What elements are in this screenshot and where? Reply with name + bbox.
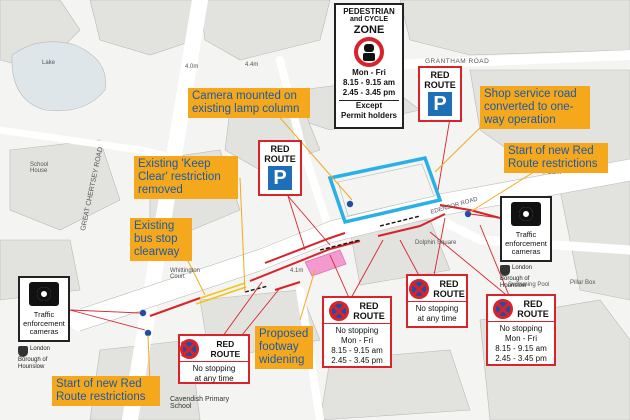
no-stopping-mid-line1: No stopping	[335, 326, 379, 335]
dolphin-square-label: Dolphin Square	[415, 240, 457, 246]
no-stopping-right-time1: 8.15 - 9.15 am	[495, 344, 547, 353]
red-route-parking-sign-mid: RED ROUTE P	[258, 140, 302, 196]
whittington-court-label: Whittington Court	[170, 268, 201, 280]
no-stopping-sign-left: RED ROUTE No stopping at any time	[178, 334, 250, 384]
camera-icon	[29, 282, 59, 306]
no-stopping-left-line2: at any time	[194, 374, 234, 383]
hounslow-logo-left-text: London Borough of Hounslow	[18, 346, 51, 370]
red-route-parking-mid-line2: ROUTE	[264, 154, 296, 164]
no-stopping-icon	[180, 339, 199, 359]
no-stopping-mid-rr2: ROUTE	[353, 311, 385, 321]
no-stopping-center-line2: at any time	[417, 314, 457, 323]
no-stopping-center-line1: No stopping	[415, 304, 459, 313]
no-stopping-center-rr2: ROUTE	[433, 289, 465, 299]
red-route-parking-top-line2: ROUTE	[424, 80, 456, 90]
camera-sign-right-line1: Traffic	[515, 230, 537, 239]
lake-label: Lake	[42, 60, 56, 66]
no-stopping-right-rr1: RED	[523, 299, 543, 309]
no-stopping-right-line1: No stopping	[499, 324, 543, 333]
callout-bus-stop: Existing bus stop clearway	[130, 218, 192, 261]
hounslow-logo-left: London Borough of Hounslow	[18, 346, 74, 371]
height-label-d: 4.1m	[290, 268, 304, 274]
no-stopping-left-rr: RED ROUTE	[210, 339, 241, 359]
no-stopping-mid-days: Mon - Fri	[341, 336, 373, 345]
zone-sign-except2: Permit holders	[340, 111, 397, 120]
camera-sign-right-line2: enforcement	[505, 238, 547, 248]
school-house-label: School House	[30, 162, 49, 174]
callout-start-red-route-left: Start of new Red Route restrictions	[52, 376, 160, 406]
no-stopping-right-rr2: ROUTE	[517, 309, 549, 319]
zone-sign-time2: 2.45 - 3.45 pm	[342, 88, 396, 97]
callout-keep-clear: Existing 'Keep Clear' restriction remove…	[134, 156, 238, 199]
pillar-box-label: Pillar Box	[570, 280, 596, 286]
callout-footway-widening: Proposed footway widening	[255, 326, 313, 369]
no-stopping-icon	[493, 299, 514, 319]
camera-sign-left-line2: enforcement	[23, 318, 65, 328]
zone-sign-line1: PEDESTRIAN	[343, 7, 395, 16]
hounslow-logo-right-text: London Borough of Hounslow	[500, 265, 533, 289]
camera-sign-right: Traffic enforcement cameras	[500, 196, 552, 262]
callout-shop-service-road: Shop service road converted to one-way o…	[480, 86, 590, 129]
no-stopping-mid-rr1: RED	[359, 301, 379, 311]
no-stopping-icon	[329, 301, 350, 321]
cavendish-school-label: Cavendish Primary School	[170, 396, 230, 410]
zone-sign-line3: ZONE	[353, 24, 385, 36]
callout-start-red-route-right: Start of new Red Route restrictions	[504, 143, 608, 173]
red-route-parking-sign-top: RED ROUTE P	[418, 66, 462, 122]
no-stopping-center-rr1: RED	[439, 279, 459, 289]
camera-icon	[511, 202, 541, 226]
callout-camera-lamp: Camera mounted on existing lamp column	[188, 88, 310, 118]
camera-sign-left: Traffic enforcement cameras	[18, 276, 70, 342]
camera-sign-left-line3: cameras	[29, 327, 59, 336]
crest-icon	[500, 265, 510, 276]
zone-sign-except1: Except	[355, 101, 383, 110]
pedestrian-cycle-zone-sign: PEDESTRIAN and CYCLE ZONE Mon - Fri 8.15…	[334, 3, 404, 129]
no-stopping-icon	[409, 279, 430, 299]
grantham-road-label: GRANTHAM ROAD	[425, 58, 490, 65]
no-stopping-right-time2: 2.45 - 3.45 pm	[495, 354, 547, 363]
height-label-c: 5.3m	[548, 170, 562, 176]
no-stopping-right-days: Mon - Fri	[505, 334, 537, 343]
camera-sign-right-line3: cameras	[511, 247, 541, 256]
no-stopping-mid-time1: 8.15 - 9.15 am	[331, 346, 383, 355]
height-label-a: 4.0m	[185, 64, 199, 70]
no-stopping-mid-time2: 2.45 - 3.45 pm	[331, 356, 383, 365]
zone-sign-line2: and CYCLE	[349, 16, 389, 23]
no-stopping-left-line1: No stopping	[192, 364, 236, 373]
red-route-parking-top-line1: RED	[430, 70, 450, 80]
height-label-b: 4.4m	[245, 62, 259, 68]
parking-p-icon: P	[268, 166, 292, 190]
zone-sign-time1: 8.15 - 9.15 am	[342, 78, 396, 87]
zone-sign-days: Mon - Fri	[352, 68, 386, 77]
swimming-pool-label: Swimming Pool	[508, 282, 550, 288]
parking-p-icon: P	[428, 92, 452, 116]
crest-icon	[18, 346, 28, 357]
hounslow-logo-right: London Borough of Hounslow	[500, 265, 556, 290]
camera-sign-left-line1: Traffic	[33, 310, 55, 319]
no-vehicles-icon	[354, 37, 384, 67]
red-route-parking-mid-line1: RED	[270, 144, 290, 154]
